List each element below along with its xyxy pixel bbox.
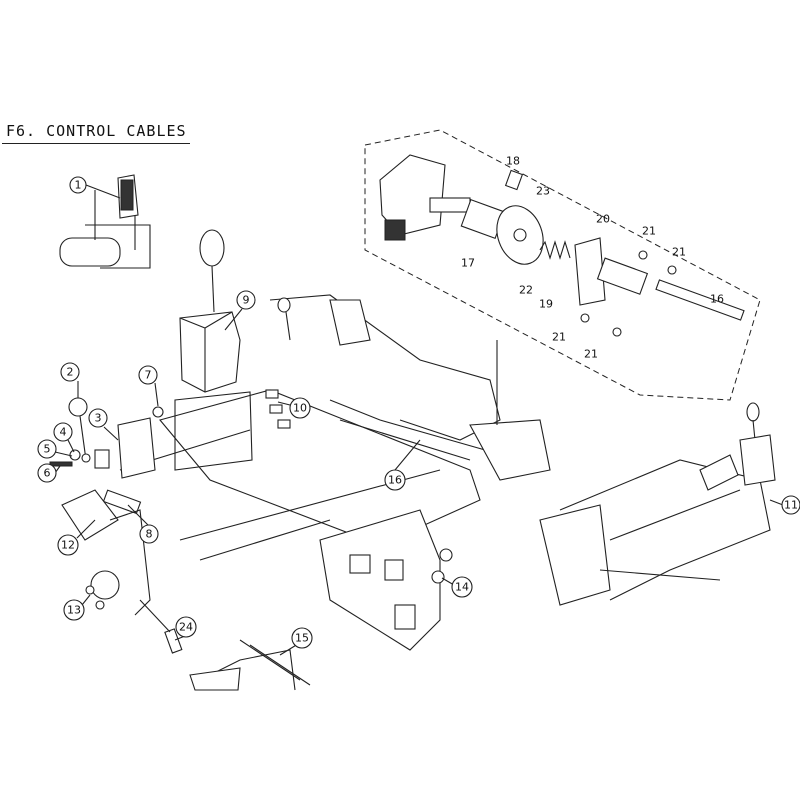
inset-label-21: 21 (552, 331, 566, 344)
callout-24: 24 (175, 616, 197, 638)
inset-label-23: 23 (536, 185, 550, 198)
svg-text:13: 13 (67, 604, 81, 617)
callout-6: 6 (37, 463, 57, 483)
right-vehicle-assembly (539, 402, 776, 606)
inset-part-21-bolts (580, 250, 677, 337)
callout-13: 13 (63, 599, 85, 621)
svg-text:11: 11 (784, 499, 798, 512)
callout-12: 12 (57, 534, 79, 556)
part-14-nuts (431, 548, 453, 584)
svg-text:8: 8 (146, 528, 153, 541)
callout-3: 3 (88, 408, 108, 428)
svg-text:24: 24 (179, 621, 193, 634)
part-9-shifter (174, 229, 253, 471)
part-16-cable-assembly (269, 294, 551, 481)
svg-text:3: 3 (95, 412, 102, 425)
inset-label-21: 21 (672, 246, 686, 259)
svg-text:12: 12 (61, 539, 75, 552)
inset-boundary (364, 129, 761, 401)
callout-9: 9 (236, 290, 256, 310)
inset-label-18: 18 (506, 155, 520, 168)
inset-label-22: 22 (519, 284, 533, 297)
svg-text:9: 9 (243, 294, 250, 307)
callout-8: 8 (139, 524, 159, 544)
svg-text:14: 14 (455, 581, 469, 594)
svg-text:2: 2 (67, 366, 74, 379)
callout-5: 5 (37, 439, 57, 459)
svg-text:16: 16 (388, 474, 402, 487)
callout-7: 7 (138, 365, 158, 385)
part-10-bolts (265, 389, 291, 429)
inset-part-22-spring (539, 240, 571, 260)
diagram-title: F6. CONTROL CABLES (6, 122, 187, 140)
inset-label-20: 20 (596, 213, 610, 226)
inset-label-21: 21 (642, 225, 656, 238)
inset-part-18 (504, 169, 524, 191)
inset-part-19-20 (574, 237, 649, 306)
inset-transmission-housing (379, 154, 471, 241)
callout-10: 10 (289, 397, 311, 419)
svg-text:15: 15 (295, 632, 309, 645)
inset-label-19: 19 (539, 298, 553, 311)
callout-16: 16 (384, 469, 406, 491)
part-12-brake-lever (61, 489, 151, 616)
inset-label-16: 16 (710, 293, 724, 306)
callout-11: 11 (781, 495, 800, 515)
parts-4-5-6-fasteners (49, 449, 110, 469)
svg-text:6: 6 (44, 467, 51, 480)
callout-14: 14 (451, 576, 473, 598)
part-15-cable (189, 639, 311, 691)
svg-text:5: 5 (44, 443, 51, 456)
part-7-nut (152, 406, 164, 418)
inset-label-17: 17 (461, 257, 475, 270)
svg-text:4: 4 (60, 426, 67, 439)
part-13-bolts (85, 585, 105, 610)
callout-15: 15 (291, 627, 313, 649)
callout-4: 4 (53, 422, 73, 442)
part-1-handle (59, 174, 151, 269)
title-underline (2, 143, 190, 144)
leader-lines (54, 184, 784, 656)
svg-text:10: 10 (293, 402, 307, 415)
svg-text:1: 1 (75, 179, 82, 192)
inset-part-23 (496, 205, 544, 265)
inset-label-21: 21 (584, 348, 598, 361)
inset-cable-end (655, 279, 745, 321)
svg-text:7: 7 (145, 369, 152, 382)
part-3-plate (117, 417, 156, 479)
callout-2: 2 (60, 362, 80, 382)
main-frame (119, 389, 481, 651)
callout-1: 1 (69, 176, 87, 194)
